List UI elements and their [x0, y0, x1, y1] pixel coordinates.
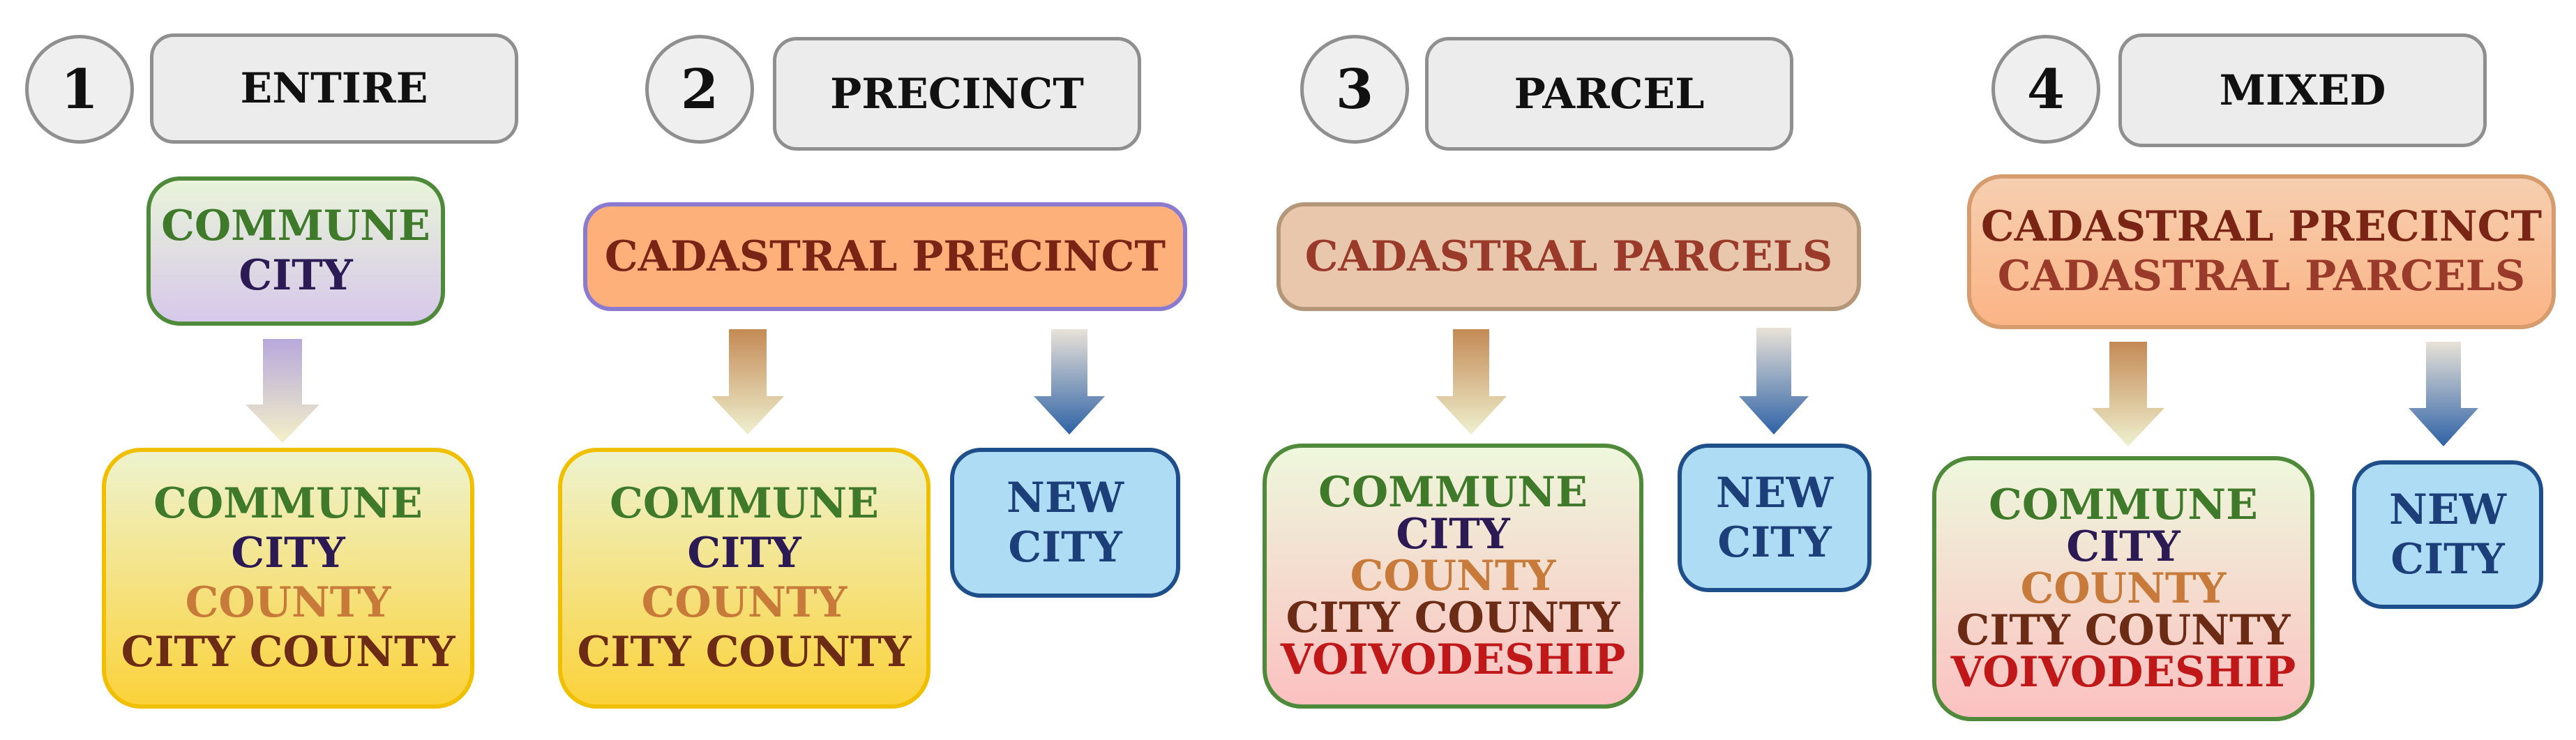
panel-title-text: MIXED: [2219, 66, 2386, 115]
panel-title-text: ENTIRE: [240, 64, 428, 113]
arrow-down-icon: [2409, 342, 2478, 446]
arrow-down-icon: [246, 339, 319, 443]
result-line: COMMUNE: [1989, 481, 2258, 529]
result-line: CITY: [231, 529, 345, 578]
result-box: COMMUNE CITY COUNTY CITY COUNTY: [102, 448, 474, 709]
panel-number: 2: [680, 57, 719, 121]
result-box: COMMUNE CITY COUNTY CITY COUNTY: [558, 448, 931, 709]
arrow-down-icon: [711, 329, 784, 435]
source-line: CADASTRAL PRECINCT: [604, 232, 1166, 281]
result-line: VOIVODESHIP: [1950, 648, 2296, 697]
result-line: COUNTY: [1350, 552, 1556, 601]
result-line: CITY: [1396, 510, 1510, 559]
panel-number: 3: [1335, 57, 1374, 121]
arrow-down-icon: [1034, 329, 1105, 435]
new-line: CITY: [2390, 534, 2505, 584]
result-line: CITY: [2066, 522, 2180, 571]
new-line: NEW: [2389, 485, 2506, 534]
source-box: CADASTRAL PARCELS: [1276, 202, 1861, 311]
new-line: NEW: [1716, 468, 1833, 518]
arrow-down-icon: [1739, 328, 1809, 435]
panel-number: 1: [60, 57, 99, 121]
new-city-box: NEW CITY: [950, 448, 1180, 598]
panel-number-badge: 2: [645, 35, 754, 144]
result-line: CITY: [687, 529, 801, 578]
source-line: COMMUNE: [161, 202, 430, 251]
result-line: COUNTY: [641, 578, 848, 627]
result-line: COUNTY: [185, 578, 391, 627]
arrow-down-icon: [2092, 342, 2164, 446]
result-line: CITY COUNTY: [577, 627, 912, 677]
result-line: CITY COUNTY: [1956, 606, 2291, 655]
panel-title: MIXED: [2118, 33, 2487, 147]
panel-title: PARCEL: [1425, 37, 1793, 151]
panel-title-text: PARCEL: [1514, 69, 1705, 119]
source-box: CADASTRAL PRECINCT: [583, 202, 1187, 311]
panel-title: ENTIRE: [150, 33, 518, 144]
result-line: COUNTY: [2020, 564, 2227, 613]
new-line: CITY: [1717, 518, 1832, 567]
panel-number-badge: 3: [1300, 35, 1409, 144]
result-line: COMMUNE: [153, 479, 423, 529]
source-line: CITY: [239, 251, 353, 300]
new-city-box: NEW CITY: [2352, 460, 2543, 609]
panel-title: PRECINCT: [773, 37, 1141, 151]
source-line: CADASTRAL PARCELS: [1304, 232, 1833, 281]
result-line: COMMUNE: [610, 479, 879, 529]
source-box: CADASTRAL PRECINCT CADASTRAL PARCELS: [1967, 174, 2556, 329]
source-box: COMMUNE CITY: [146, 176, 445, 326]
panel-number: 4: [2026, 57, 2065, 121]
result-box: COMMUNE CITY COUNTY CITY COUNTY VOIVODES…: [1932, 456, 2314, 721]
new-line: CITY: [1008, 522, 1122, 572]
new-city-box: NEW CITY: [1678, 444, 1871, 592]
source-line: CADASTRAL PRECINCT: [1980, 202, 2543, 252]
result-box: COMMUNE CITY COUNTY CITY COUNTY VOIVODES…: [1263, 444, 1643, 709]
arrow-down-icon: [1436, 329, 1507, 435]
result-line: VOIVODESHIP: [1280, 635, 1626, 684]
new-line: NEW: [1007, 473, 1124, 522]
panel-number-badge: 1: [25, 35, 134, 144]
result-line: CITY COUNTY: [121, 627, 455, 677]
panel-title-text: PRECINCT: [830, 69, 1084, 119]
result-line: COMMUNE: [1318, 468, 1588, 517]
source-line: CADASTRAL PARCELS: [1997, 252, 2526, 301]
result-line: CITY COUNTY: [1286, 594, 1620, 642]
panel-number-badge: 4: [1991, 35, 2100, 144]
